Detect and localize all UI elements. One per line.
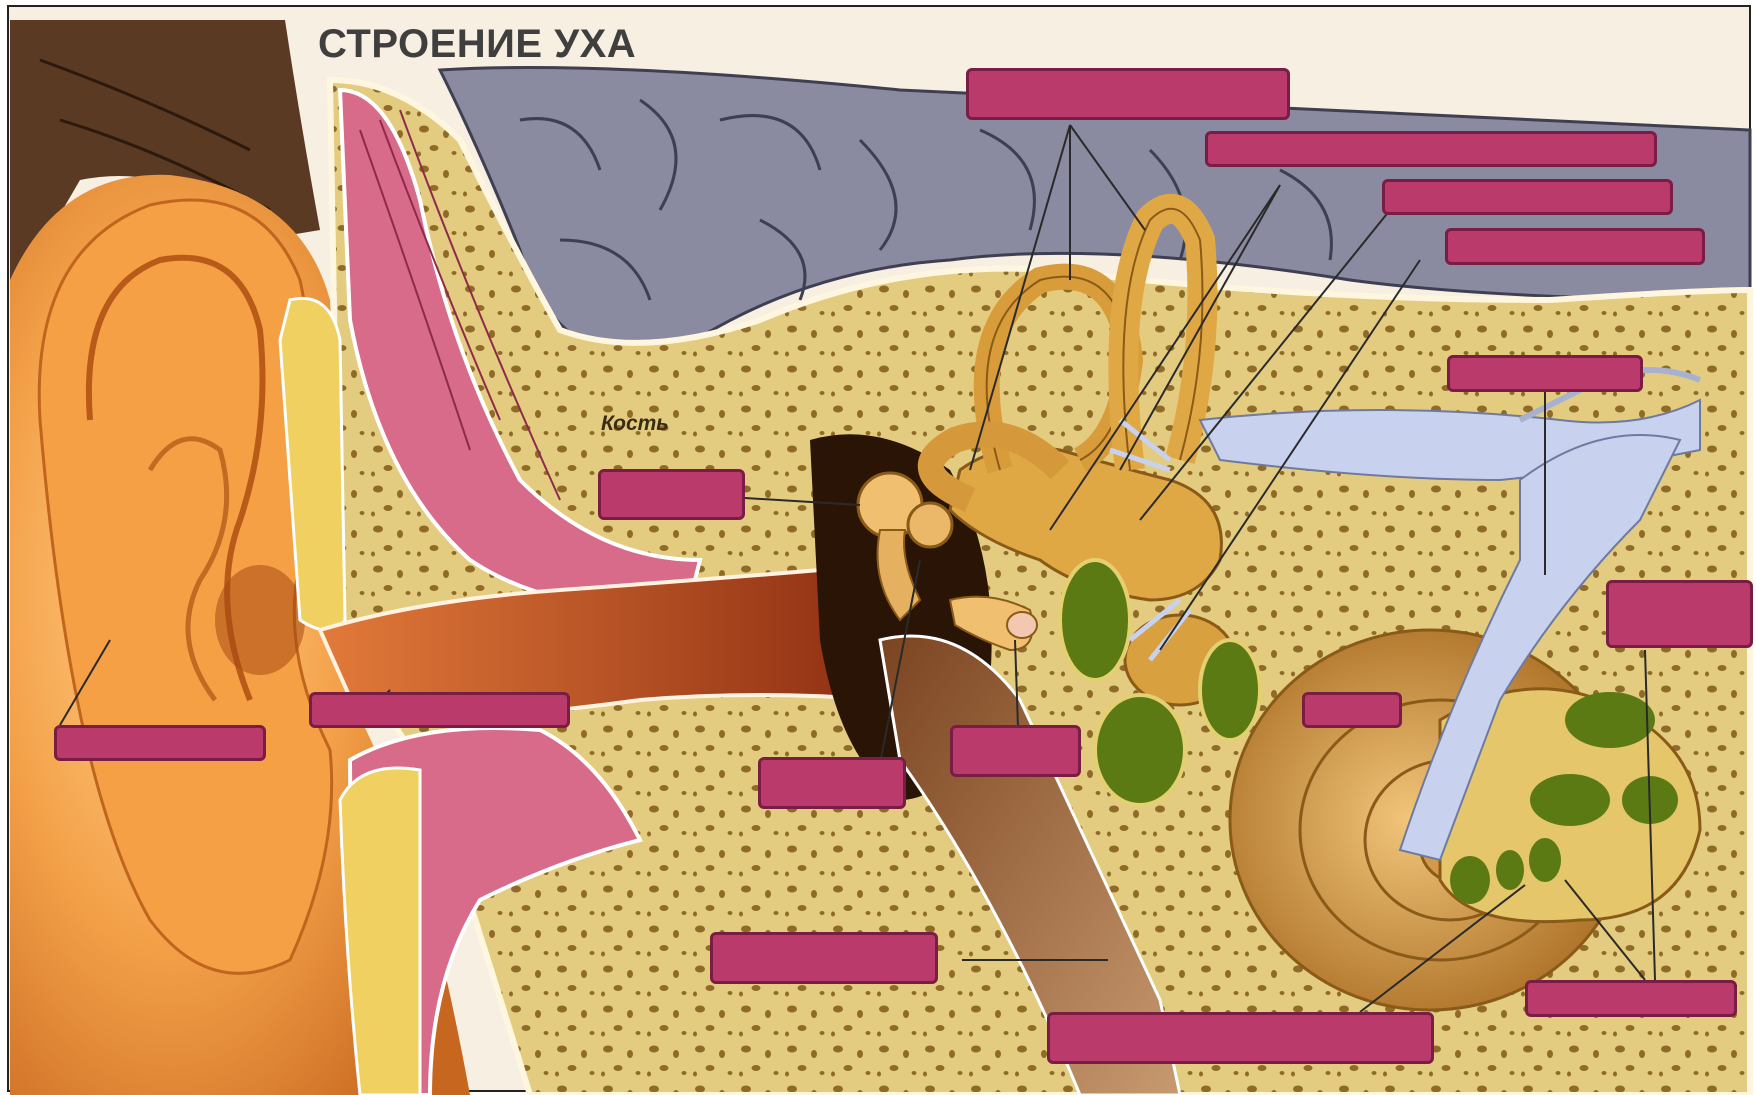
label-box-cochlea[interactable] <box>1302 692 1402 728</box>
label-box-semicircular-canals[interactable] <box>966 68 1290 120</box>
label-box-vestibule-1[interactable] <box>1205 131 1657 167</box>
diagram-title: СТРОЕНИЕ УХА <box>318 22 636 67</box>
label-box-hammer[interactable] <box>598 469 745 520</box>
label-box-vestibular-nerve[interactable] <box>1447 355 1643 392</box>
label-box-ear-canal[interactable] <box>309 692 570 728</box>
label-box-cochlear-nerve[interactable] <box>1606 580 1753 648</box>
label-box-organ-of-corti[interactable] <box>1047 1012 1434 1064</box>
label-box-stirrup[interactable] <box>950 725 1081 777</box>
label-box-anvil[interactable] <box>758 757 906 809</box>
label-box-eustachian-tube[interactable] <box>710 932 938 984</box>
label-box-vestibule-3[interactable] <box>1445 228 1705 265</box>
label-box-cochlear-ducts[interactable] <box>1525 980 1737 1017</box>
anvil <box>908 503 952 547</box>
label-box-auricle[interactable] <box>54 725 266 761</box>
label-box-vestibule-2[interactable] <box>1382 179 1673 215</box>
bone-label: Кость <box>601 412 669 436</box>
